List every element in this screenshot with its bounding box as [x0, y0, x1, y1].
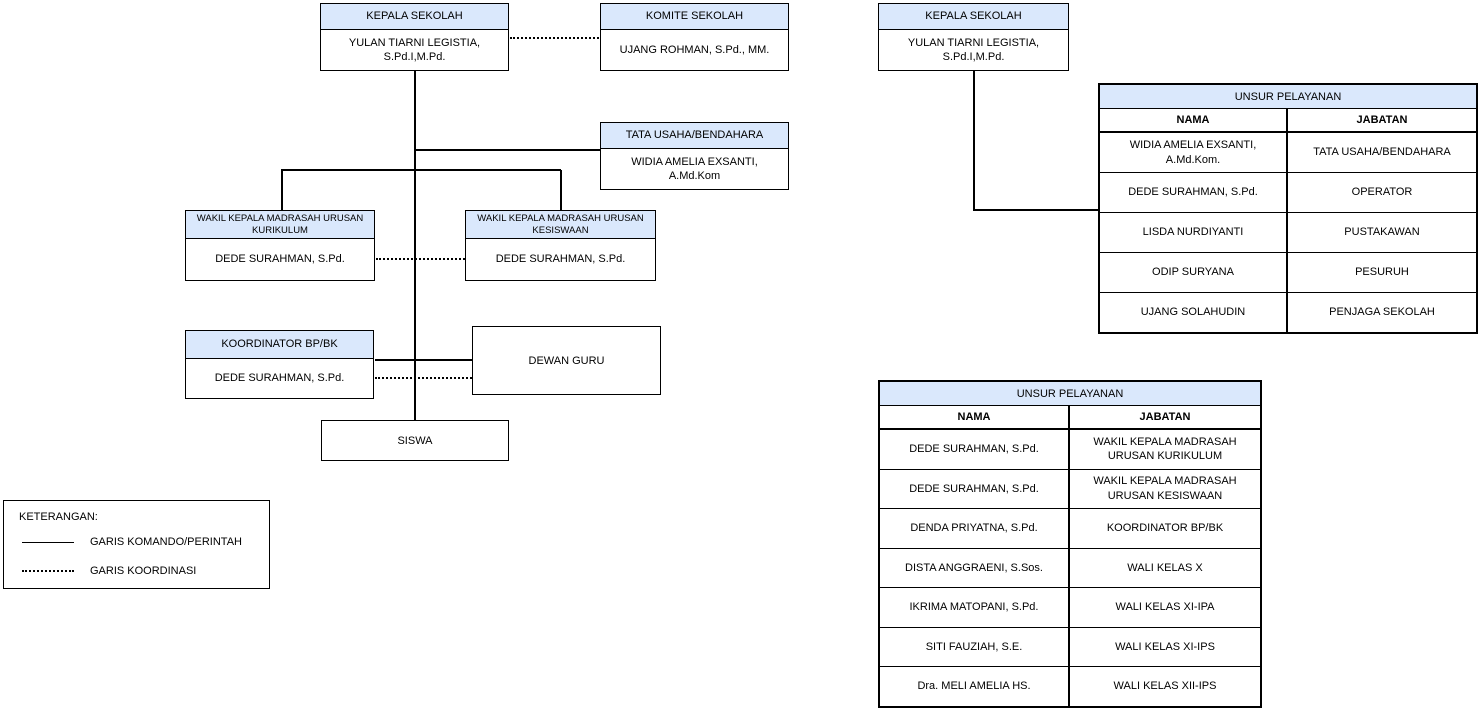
command-line-stub-kesiswaan: [560, 170, 562, 210]
box-kepala-sekolah: KEPALA SEKOLAH YULAN TIARNI LEGISTIA, S.…: [320, 3, 509, 71]
legend-item-koordinasi-label: GARIS KOORDINASI: [90, 565, 197, 577]
box-komite-sekolah: KOMITE SEKOLAH UJANG ROHMAN, S.Pd., MM.: [600, 3, 789, 71]
box-wakil-kurikulum: WAKIL KEPALA MADRASAH URUSAN KURIKULUM D…: [185, 210, 375, 281]
box-kepala-sekolah-name: YULAN TIARNI LEGISTIA, S.Pd.I,M.Pd.: [348, 36, 481, 63]
cell-nama: DEDE SURAHMAN, S.Pd.: [880, 430, 1070, 469]
box-wakil-kesiswaan: WAKIL KEPALA MADRASAH URUSAN KESISWAAN D…: [465, 210, 656, 281]
table-column-headers: NAMA JABATAN: [1100, 109, 1476, 133]
table-row: DEDE SURAHMAN, S.Pd. WAKIL KEPALA MADRAS…: [880, 469, 1260, 509]
cell-nama: WIDIA AMELIA EXSANTI, A.Md.Kom.: [1100, 133, 1288, 172]
box-koordinator-bpbk-name: DEDE SURAHMAN, S.Pd.: [214, 372, 345, 385]
box-tata-usaha-name: WIDIA AMELIA EXSANTI, A.Md.Kom: [631, 155, 758, 182]
legend-item-koordinasi: GARIS KOORDINASI: [19, 565, 254, 577]
box-koordinator-bpbk-title: KOORDINATOR BP/BK: [186, 331, 373, 359]
table-row: DEDE SURAHMAN, S.Pd. WAKIL KEPALA MADRAS…: [880, 430, 1260, 470]
command-line-stub-kurikulum: [281, 170, 283, 210]
coordination-line-kepala-komite: [510, 37, 599, 39]
cell-nama: UJANG SOLAHUDIN: [1100, 293, 1288, 332]
box-tata-usaha: TATA USAHA/BENDAHARA WIDIA AMELIA EXSANT…: [600, 122, 789, 190]
coordination-line-koordinator-dewan: [375, 377, 472, 379]
column-header-nama: NAMA: [1100, 109, 1288, 131]
cell-nama: DEDE SURAHMAN, S.Pd.: [1100, 173, 1288, 212]
box-komite-sekolah-name: UJANG ROHMAN, S.Pd., MM.: [619, 43, 770, 56]
solid-line-sample: [22, 541, 74, 543]
table-row: ODIP SURYANA PESURUH: [1100, 253, 1476, 293]
cell-nama: ODIP SURYANA: [1100, 253, 1288, 292]
cell-jabatan: WAKIL KEPALA MADRASAH URUSAN KESISWAAN: [1093, 475, 1237, 502]
box-koordinator-bpbk: KOORDINATOR BP/BK DEDE SURAHMAN, S.Pd.: [185, 330, 374, 399]
legend-item-komando: GARIS KOMANDO/PERINTAH: [19, 536, 254, 548]
box-kepala-sekolah-right-name: YULAN TIARNI LEGISTIA, S.Pd.I,M.Pd.: [907, 36, 1040, 63]
table-title: UNSUR PELAYANAN: [1100, 85, 1476, 109]
cell-nama: DEDE SURAHMAN, S.Pd.: [880, 469, 1070, 508]
cell-jabatan: KOORDINATOR BP/BK: [1106, 522, 1224, 535]
table-row: LISDA NURDIYANTI PUSTAKAWAN: [1100, 213, 1476, 253]
box-siswa: SISWA: [321, 420, 509, 461]
box-wakil-kurikulum-name: DEDE SURAHMAN, S.Pd.: [215, 253, 345, 266]
table-column-headers: NAMA JABATAN: [880, 406, 1260, 430]
table-row: IKRIMA MATOPANI, S.Pd. WALI KELAS XI-IPA: [880, 588, 1260, 628]
command-line-wakil-branch: [281, 169, 561, 171]
cell-jabatan: PENJAGA SEKOLAH: [1329, 306, 1435, 319]
command-line-right-vertical: [973, 70, 975, 210]
command-line-main-vertical: [414, 70, 416, 420]
cell-jabatan: OPERATOR: [1351, 186, 1413, 199]
legend-title: KETERANGAN:: [19, 511, 98, 523]
cell-nama: DENDA PRIYATNA, S.Pd.: [880, 509, 1070, 548]
box-kepala-sekolah-title: KEPALA SEKOLAH: [321, 4, 508, 30]
unsur-pelayanan-staff-table: UNSUR PELAYANAN NAMA JABATAN WIDIA AMELI…: [1098, 83, 1478, 334]
box-tata-usaha-title: TATA USAHA/BENDAHARA: [601, 123, 788, 149]
table-row: DISTA ANGGRAENI, S.Sos. WALI KELAS X: [880, 548, 1260, 588]
cell-jabatan: WALI KELAS XII-IPS: [1113, 680, 1217, 693]
table-title: UNSUR PELAYANAN: [880, 382, 1260, 406]
unsur-pelayanan-wali-table: UNSUR PELAYANAN NAMA JABATAN DEDE SURAHM…: [878, 380, 1262, 708]
dotted-line-sample: [22, 570, 74, 572]
cell-nama: LISDA NURDIYANTI: [1100, 213, 1288, 252]
cell-nama: DISTA ANGGRAENI, S.Sos.: [880, 548, 1070, 587]
box-wakil-kesiswaan-title: WAKIL KEPALA MADRASAH URUSAN KESISWAAN: [466, 211, 655, 239]
box-wakil-kesiswaan-name: DEDE SURAHMAN, S.Pd.: [495, 253, 626, 266]
box-komite-sekolah-title: KOMITE SEKOLAH: [601, 4, 788, 30]
table-row: UJANG SOLAHUDIN PENJAGA SEKOLAH: [1100, 293, 1476, 332]
cell-jabatan: WALI KELAS X: [1127, 561, 1203, 574]
legend-item-komando-label: GARIS KOMANDO/PERINTAH: [90, 536, 242, 548]
cell-jabatan: WAKIL KEPALA MADRASAH URUSAN KURIKULUM: [1093, 435, 1237, 463]
command-line-to-tata-usaha: [415, 149, 601, 151]
column-header-jabatan: JABATAN: [1139, 410, 1191, 423]
table-row: DEDE SURAHMAN, S.Pd. OPERATOR: [1100, 173, 1476, 213]
command-line-right-horizontal: [973, 209, 1099, 211]
box-kepala-sekolah-right-title: KEPALA SEKOLAH: [879, 4, 1068, 30]
cell-jabatan: PESURUH: [1355, 266, 1409, 279]
cell-nama: Dra. MELI AMELIA HS.: [880, 667, 1070, 706]
box-dewan-guru: DEWAN GURU: [472, 326, 661, 395]
box-kepala-sekolah-right: KEPALA SEKOLAH YULAN TIARNI LEGISTIA, S.…: [878, 3, 1069, 71]
legend-box: KETERANGAN: GARIS KOMANDO/PERINTAH GARIS…: [3, 500, 270, 589]
command-line-koordinator-dewan: [375, 359, 472, 361]
cell-jabatan: TATA USAHA/BENDAHARA: [1313, 146, 1451, 159]
table-row: DENDA PRIYATNA, S.Pd. KOORDINATOR BP/BK: [880, 509, 1260, 549]
column-header-jabatan: JABATAN: [1356, 113, 1408, 126]
cell-jabatan: WALI KELAS XI-IPA: [1115, 601, 1215, 614]
cell-nama: IKRIMA MATOPANI, S.Pd.: [880, 588, 1070, 627]
table-row: SITI FAUZIAH, S.E. WALI KELAS XI-IPS: [880, 627, 1260, 667]
cell-jabatan: WALI KELAS XI-IPS: [1115, 640, 1215, 653]
table-row: Dra. MELI AMELIA HS. WALI KELAS XII-IPS: [880, 667, 1260, 706]
table-row: WIDIA AMELIA EXSANTI, A.Md.Kom. TATA USA…: [1100, 133, 1476, 173]
cell-jabatan: PUSTAKAWAN: [1344, 226, 1420, 239]
box-wakil-kurikulum-title: WAKIL KEPALA MADRASAH URUSAN KURIKULUM: [186, 211, 374, 239]
coordination-line-wakil-wakil: [376, 258, 465, 260]
column-header-nama: NAMA: [880, 406, 1070, 428]
cell-nama: SITI FAUZIAH, S.E.: [880, 627, 1070, 666]
